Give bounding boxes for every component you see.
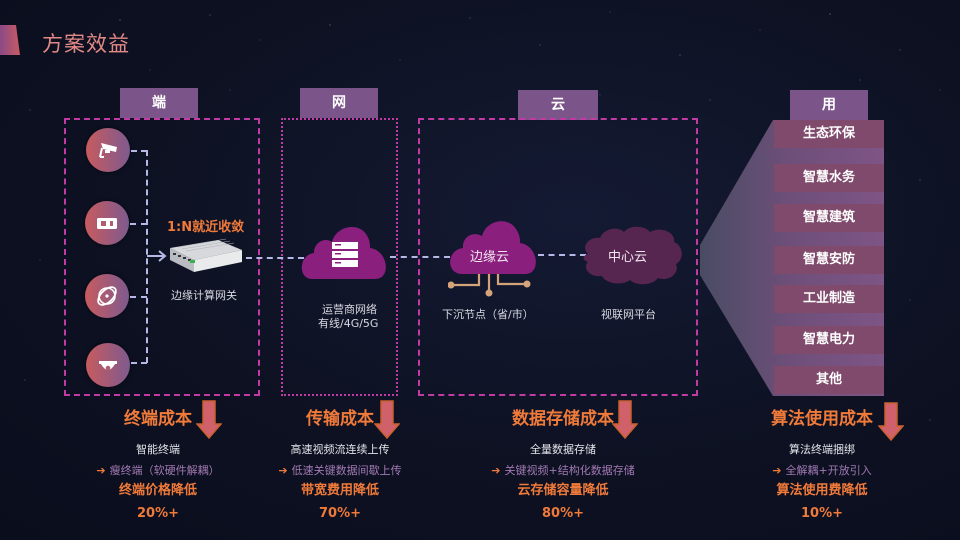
column-tab-network: 网 — [300, 88, 378, 118]
sector-item[interactable]: 智慧水务 — [774, 164, 884, 192]
benefit-after: ➔瘦终端（软硬件解耦） — [78, 462, 238, 478]
arrow-right-icon: ➔ — [491, 464, 501, 477]
device-surveillance-camera[interactable] — [86, 128, 130, 172]
network-label-line2: 有线/4G/5G — [318, 317, 379, 330]
benefit-result: 带宽费用降低 — [300, 483, 379, 498]
arrow-right-icon — [147, 250, 167, 262]
convergence-label: 1:N就近收敛 — [167, 220, 245, 235]
connector-line — [130, 223, 147, 225]
benefit-value: 20%+ — [136, 506, 179, 521]
benefit-result: 云存储容量降低 — [517, 483, 609, 498]
benefit-after: ➔全解耦+开放引入 — [752, 462, 892, 478]
benefit-after-text: 瘦终端（软硬件解耦） — [109, 464, 220, 477]
link-terminal-network — [246, 257, 304, 259]
benefit-after: ➔关键视频+结构化数据存储 — [468, 462, 658, 478]
benefit-before: 高速视频流连续上传 — [290, 443, 390, 456]
benefit-title: 数据存储成本 — [512, 409, 614, 429]
title-accent-bar — [0, 25, 20, 55]
column-tab-application: 用 — [790, 90, 868, 120]
column-tab-terminal: 端 — [120, 88, 198, 118]
device-card-reader[interactable] — [85, 201, 129, 245]
sector-item[interactable]: 生态环保 — [774, 120, 884, 148]
network-label-line1: 运营商网络 — [322, 303, 377, 316]
benefit-before: 智能终端 — [136, 443, 180, 456]
network-cloud — [301, 227, 386, 279]
benefit-result: 终端价格降低 — [118, 483, 197, 498]
arrow-right-icon: ➔ — [772, 464, 782, 477]
benefit-after-text: 关键视频+结构化数据存储 — [504, 464, 635, 477]
surveillance-camera-icon — [99, 143, 117, 158]
arrow-right-icon: ➔ — [278, 464, 288, 477]
connector-line — [131, 362, 147, 364]
column-tab-cloud: 云 — [518, 90, 598, 120]
benefit-algorithm-cost: 算法使用成本 算法终端捆绑 ➔全解耦+开放引入 算法使用费降低 10%+ — [752, 404, 892, 521]
down-arrow-icon — [196, 400, 222, 440]
benefit-result: 算法使用费降低 — [776, 483, 868, 498]
dome-camera-icon — [99, 361, 117, 371]
sector-item[interactable]: 其他 — [774, 366, 884, 394]
benefit-value: 80%+ — [541, 506, 584, 521]
benefit-transmission-cost: 传输成本 高速视频流连续上传 ➔低速关键数据间歇上传 带宽费用降低 70%+ — [258, 404, 422, 521]
benefit-after-text: 低速关键数据间歇上传 — [291, 464, 402, 477]
connector-line — [130, 296, 147, 298]
arrow-right-icon: ➔ — [96, 464, 106, 477]
sector-item[interactable]: 智慧建筑 — [774, 204, 884, 232]
link-edge-center — [538, 254, 586, 256]
benefit-after: ➔低速关键数据间歇上传 — [258, 462, 422, 478]
benefit-after-text: 全解耦+开放引入 — [785, 464, 872, 477]
edge-cloud — [448, 221, 536, 297]
benefit-title: 传输成本 — [306, 409, 374, 429]
benefit-storage-cost: 数据存储成本 全量数据存储 ➔关键视频+结构化数据存储 云存储容量降低 80%+ — [468, 404, 658, 521]
benefit-title: 终端成本 — [124, 409, 192, 429]
benefit-terminal-cost: 终端成本 智能终端 ➔瘦终端（软硬件解耦） 终端价格降低 20%+ — [78, 404, 238, 521]
page-title: 方案效益 — [42, 32, 130, 56]
center-cloud — [583, 226, 682, 285]
sensor-orbit-icon — [97, 286, 117, 306]
center-cloud-label: 中心云 — [608, 250, 648, 265]
server-cloud-icon — [332, 242, 358, 267]
edge-cloud-caption: 下沉节点（省/市） — [442, 308, 534, 321]
center-cloud-caption: 视联网平台 — [601, 308, 656, 321]
gateway-label: 边缘计算网关 — [171, 289, 237, 302]
benefit-value: 10%+ — [800, 506, 843, 521]
benefit-before: 算法终端捆绑 — [789, 443, 855, 456]
sector-item[interactable]: 工业制造 — [774, 285, 884, 313]
connector-line — [131, 150, 147, 152]
benefit-title: 算法使用成本 — [771, 409, 873, 429]
down-arrow-icon — [878, 402, 904, 442]
device-sensor[interactable] — [85, 274, 129, 318]
down-arrow-icon — [374, 400, 400, 440]
link-network-cloud — [390, 256, 450, 258]
benefit-before: 全量数据存储 — [530, 443, 596, 456]
edge-cloud-label: 边缘云 — [470, 250, 510, 265]
card-reader-icon — [97, 218, 117, 229]
edge-gateway-device-icon — [170, 238, 242, 272]
sector-item[interactable]: 智慧安防 — [774, 246, 884, 274]
device-dome-camera[interactable] — [86, 343, 130, 387]
down-arrow-icon — [612, 400, 638, 440]
benefit-value: 70%+ — [318, 506, 361, 521]
sector-item[interactable]: 智慧电力 — [774, 326, 884, 354]
